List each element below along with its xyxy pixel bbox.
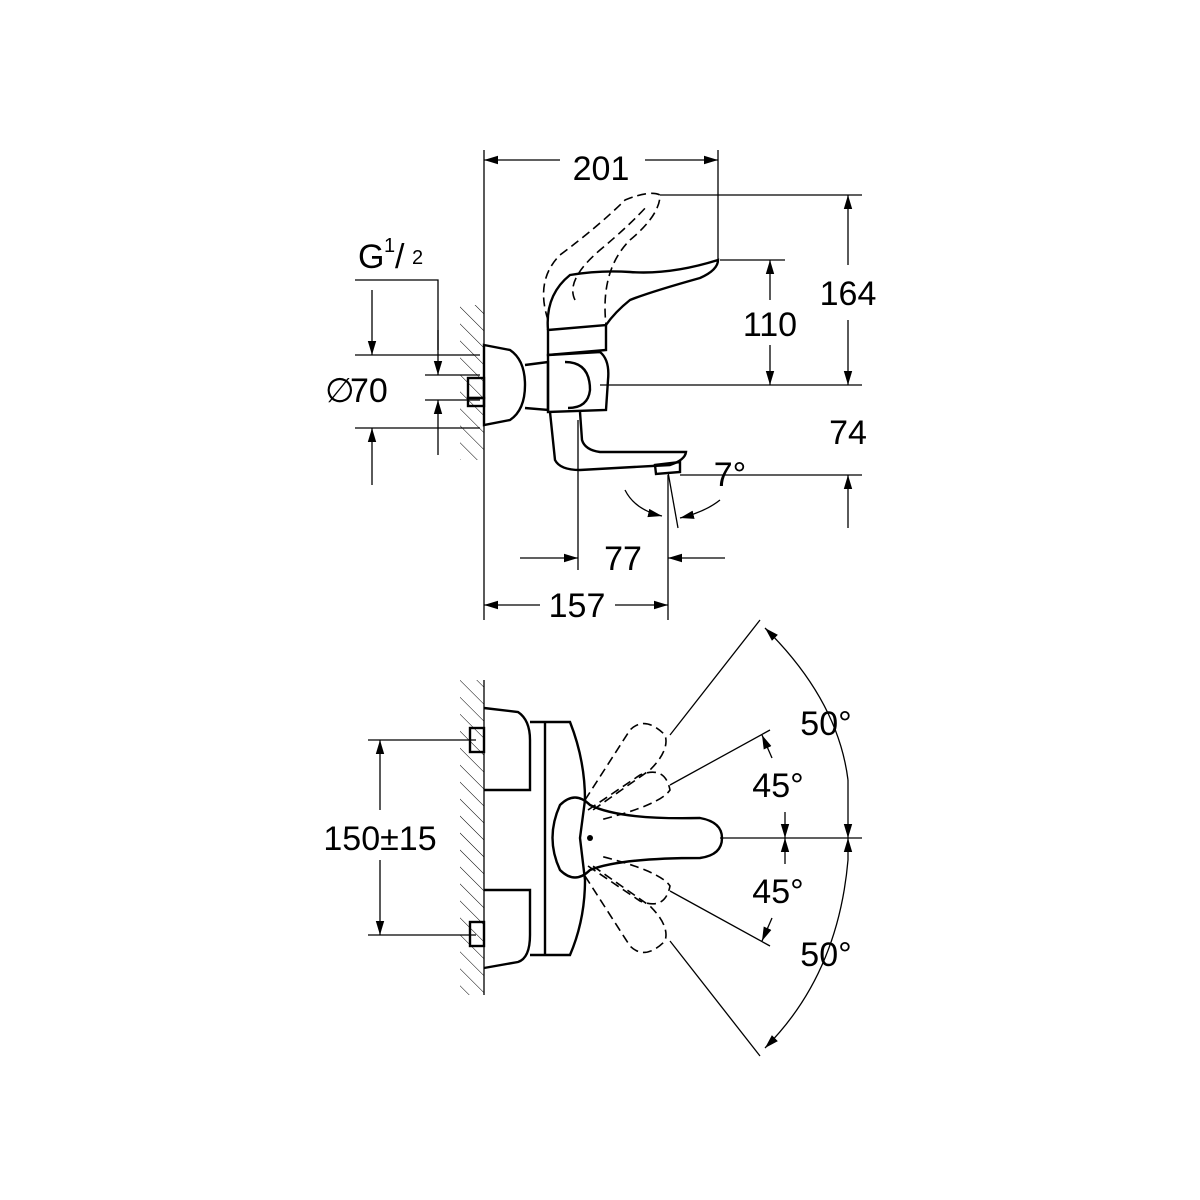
lever-pivot — [587, 835, 593, 841]
thread-denominator: 2 — [412, 247, 423, 269]
faucet-side — [466, 192, 720, 476]
dim-height-total: 164 — [820, 275, 877, 313]
wall-flange — [482, 343, 527, 427]
spout-outlet — [653, 460, 682, 476]
spout — [548, 411, 688, 472]
upper-flange — [483, 706, 532, 792]
valve-body-contour — [564, 360, 592, 410]
dim-projection: 157 — [549, 587, 606, 625]
dimension-heights: 164 110 74 — [600, 194, 877, 528]
dim-connection-spacing: 150±15 — [323, 820, 436, 858]
thread-label: G — [358, 238, 384, 276]
top-view: 50° 45° 45° 50° 150±15 — [323, 619, 862, 1057]
lever-raised-outline — [542, 192, 661, 326]
dimension-diameter: ∅ 70 — [325, 290, 480, 485]
lower-flange — [483, 888, 532, 970]
angle-upper-outer: 50° — [800, 705, 851, 743]
lever-position-upper-outer — [584, 722, 667, 813]
side-view: 201 164 110 74 7° — [325, 150, 876, 625]
lever-position-upper-inner — [587, 771, 671, 821]
lever-position-lower-inner — [587, 855, 671, 905]
valve-body — [546, 350, 610, 414]
dimension-spout-angle: 7° — [624, 456, 747, 530]
thread-numerator: 1 — [384, 235, 395, 257]
angle-lower-outer: 50° — [800, 936, 851, 974]
dimension-width-total: 201 — [484, 150, 719, 260]
lever-position-lower-outer — [584, 863, 667, 954]
wall-hatching-top — [460, 680, 484, 995]
dimension-projection: 157 — [484, 587, 668, 625]
lower-inlet — [468, 920, 486, 948]
dim-spout-reach: 77 — [604, 540, 642, 578]
dimension-thread: G 1 / 2 — [355, 235, 480, 455]
dim-width-total: 201 — [573, 150, 630, 188]
inlet-pipe-lower — [466, 396, 486, 408]
dimension-angles: 50° 45° 45° 50° — [669, 619, 862, 1057]
lever-top — [551, 796, 724, 879]
thread-slash: / — [395, 238, 405, 276]
lever-base — [546, 323, 608, 357]
dim-lever-height: 110 — [743, 306, 797, 344]
lever-raised-contour — [571, 204, 649, 301]
dimension-spout-reach: 77 — [520, 420, 725, 620]
dim-spout-angle: 7° — [714, 456, 747, 494]
dimension-connection-spacing: 150±15 — [323, 739, 476, 936]
wall-hatching — [460, 305, 484, 460]
dim-spout-height: 74 — [829, 414, 867, 452]
diameter-symbol: ∅ — [325, 372, 355, 410]
angle-upper-inner: 45° — [752, 767, 803, 805]
body-top — [530, 720, 587, 957]
lever-handle — [546, 258, 720, 331]
dim-diameter: 70 — [350, 372, 388, 410]
angle-lower-inner: 45° — [752, 873, 803, 911]
connector — [524, 360, 550, 412]
faucet-top — [468, 706, 724, 970]
